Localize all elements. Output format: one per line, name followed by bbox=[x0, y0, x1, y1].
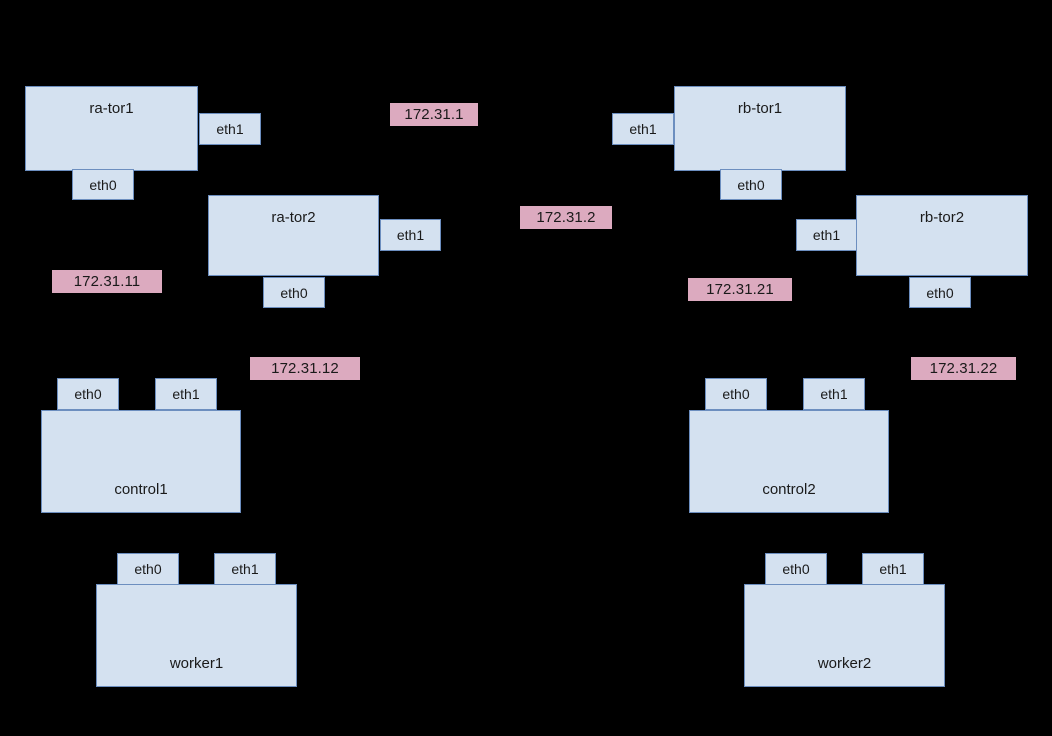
port-ra-tor1-eth0[interactable]: eth0 bbox=[72, 169, 134, 200]
ip-label-ip-172-31-21[interactable]: 172.31.21 bbox=[688, 278, 792, 301]
port-rb-tor2-eth1[interactable]: eth1 bbox=[796, 219, 857, 251]
port-label: eth1 bbox=[231, 561, 259, 577]
ip-label-ip-172-31-22[interactable]: 172.31.22 bbox=[911, 357, 1016, 380]
node-label: rb-tor2 bbox=[919, 209, 965, 226]
port-ra-tor2-eth1[interactable]: eth1 bbox=[380, 219, 441, 251]
node-ra-tor2[interactable]: ra-tor2 bbox=[208, 195, 379, 276]
ip-label-text: 172.31.21 bbox=[706, 281, 774, 298]
port-control2-eth0[interactable]: eth0 bbox=[705, 378, 767, 410]
port-label: eth1 bbox=[396, 227, 425, 243]
port-label: eth1 bbox=[216, 121, 244, 137]
port-label: eth0 bbox=[782, 561, 810, 577]
node-label: ra-tor2 bbox=[271, 209, 316, 226]
ip-label-text: 172.31.1 bbox=[404, 106, 464, 123]
node-control2[interactable]: control2 bbox=[689, 410, 889, 513]
port-label: eth0 bbox=[134, 561, 162, 577]
port-rb-tor2-eth0[interactable]: eth0 bbox=[909, 277, 971, 308]
port-label: eth0 bbox=[89, 176, 117, 193]
ip-label-text: 172.31.22 bbox=[929, 360, 998, 377]
node-label: worker2 bbox=[817, 654, 872, 672]
node-control1[interactable]: control1 bbox=[41, 410, 241, 513]
node-label: rb-tor1 bbox=[737, 100, 783, 117]
port-control2-eth1[interactable]: eth1 bbox=[803, 378, 865, 410]
port-ra-tor2-eth0[interactable]: eth0 bbox=[263, 277, 325, 308]
port-worker1-eth0[interactable]: eth0 bbox=[117, 553, 179, 585]
node-label: ra-tor1 bbox=[89, 100, 134, 117]
port-worker2-eth1[interactable]: eth1 bbox=[862, 553, 924, 585]
ip-label-ip-172-31-1[interactable]: 172.31.1 bbox=[390, 103, 478, 126]
ip-label-ip-172-31-2[interactable]: 172.31.2 bbox=[520, 206, 612, 229]
port-label: eth0 bbox=[737, 176, 765, 193]
node-rb-tor1[interactable]: rb-tor1 bbox=[674, 86, 846, 171]
node-ra-tor1[interactable]: ra-tor1 bbox=[25, 86, 198, 171]
ip-label-text: 172.31.11 bbox=[73, 273, 141, 290]
node-worker1[interactable]: worker1 bbox=[96, 584, 297, 687]
port-worker1-eth1[interactable]: eth1 bbox=[214, 553, 276, 585]
port-ra-tor1-eth1[interactable]: eth1 bbox=[199, 113, 261, 145]
ip-label-ip-172-31-12[interactable]: 172.31.12 bbox=[250, 357, 360, 380]
port-control1-eth1[interactable]: eth1 bbox=[155, 378, 217, 410]
port-label: eth1 bbox=[172, 386, 200, 402]
port-rb-tor1-eth1[interactable]: eth1 bbox=[612, 113, 674, 145]
port-label: eth1 bbox=[879, 561, 907, 577]
port-label: eth0 bbox=[722, 386, 750, 402]
node-label: control1 bbox=[114, 480, 168, 498]
node-label: control2 bbox=[762, 480, 816, 498]
port-rb-tor1-eth0[interactable]: eth0 bbox=[720, 169, 782, 200]
node-label: worker1 bbox=[169, 654, 224, 672]
ip-label-ip-172-31-11[interactable]: 172.31.11 bbox=[52, 270, 162, 293]
node-rb-tor2[interactable]: rb-tor2 bbox=[856, 195, 1028, 276]
port-label: eth0 bbox=[926, 284, 954, 301]
port-label: eth0 bbox=[280, 284, 308, 301]
port-label: eth1 bbox=[629, 121, 657, 137]
port-label: eth1 bbox=[820, 386, 848, 402]
port-worker2-eth0[interactable]: eth0 bbox=[765, 553, 827, 585]
node-worker2[interactable]: worker2 bbox=[744, 584, 945, 687]
port-label: eth0 bbox=[74, 386, 102, 402]
ip-label-text: 172.31.2 bbox=[536, 209, 596, 226]
port-control1-eth0[interactable]: eth0 bbox=[57, 378, 119, 410]
ip-label-text: 172.31.12 bbox=[271, 360, 339, 377]
port-label: eth1 bbox=[812, 227, 841, 243]
